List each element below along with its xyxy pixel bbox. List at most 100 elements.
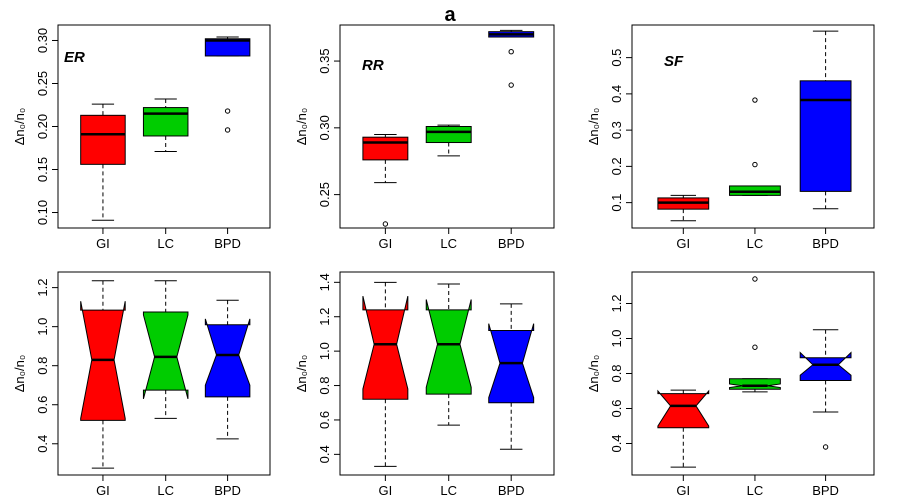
outlier-point bbox=[508, 49, 514, 55]
box-bpd: BPD bbox=[204, 299, 251, 498]
y-tick-label: 1.2 bbox=[35, 279, 50, 297]
box-lc: LC bbox=[142, 280, 189, 498]
y-tick-label: 1.0 bbox=[609, 329, 624, 347]
category-label: BPD bbox=[214, 483, 241, 498]
y-tick-label: 0.8 bbox=[317, 377, 332, 395]
y-tick-label: 0.6 bbox=[35, 396, 50, 414]
box-gi: GI bbox=[80, 280, 126, 498]
box-body bbox=[799, 80, 852, 192]
y-tick-label: 0.1 bbox=[609, 194, 624, 212]
box-bpd: BPD bbox=[488, 303, 535, 498]
panel-frame bbox=[57, 271, 271, 476]
outlier-point bbox=[508, 82, 514, 88]
y-tick-label: 0.4 bbox=[609, 434, 624, 452]
outlier-point bbox=[752, 344, 758, 350]
y-tick-label: 1.2 bbox=[609, 294, 624, 312]
box-body bbox=[142, 107, 189, 137]
panel-frame bbox=[631, 24, 875, 229]
category-label: GI bbox=[379, 236, 393, 251]
y-tick-label: 0.30 bbox=[317, 115, 332, 140]
outlier-point bbox=[224, 127, 231, 133]
box-lc: LC bbox=[729, 276, 781, 498]
category-label: LC bbox=[747, 236, 764, 251]
y-tick-label: 0.15 bbox=[35, 157, 50, 182]
box-bpd: BPD bbox=[204, 36, 251, 251]
box-gi: GI bbox=[362, 134, 409, 251]
panel-frame bbox=[339, 24, 555, 229]
y-tick-label: 0.35 bbox=[317, 48, 332, 73]
notched-box bbox=[799, 351, 852, 381]
box-body bbox=[362, 136, 409, 161]
y-tick-label: 0.6 bbox=[609, 399, 624, 417]
y-tick-label: 0.8 bbox=[609, 364, 624, 382]
notched-box bbox=[204, 318, 251, 398]
panel-frame bbox=[339, 271, 555, 476]
y-tick-label: 0.4 bbox=[35, 435, 50, 453]
box-bpd: BPD bbox=[488, 29, 535, 251]
y-axis-label: Δn₀/n₀ bbox=[294, 108, 309, 146]
box-body bbox=[204, 38, 251, 57]
box-body bbox=[80, 114, 126, 165]
category-label: BPD bbox=[214, 236, 241, 251]
category-label: LC bbox=[157, 236, 174, 251]
category-label: GI bbox=[379, 483, 393, 498]
outlier-point bbox=[752, 161, 758, 168]
y-tick-label: 0.10 bbox=[35, 200, 50, 225]
y-axis-label: Δn₀/n₀ bbox=[586, 108, 601, 146]
outlier-point bbox=[822, 444, 829, 450]
category-label: BPD bbox=[812, 236, 839, 251]
box-bpd: BPD bbox=[799, 329, 852, 498]
panel-tag: SF bbox=[664, 53, 684, 70]
y-axis-label: Δn₀/n₀ bbox=[12, 108, 27, 146]
y-tick-label: 0.25 bbox=[35, 71, 50, 96]
box-gi: GI bbox=[362, 281, 409, 498]
panel-tag: RR bbox=[362, 57, 384, 74]
box-gi: GI bbox=[657, 194, 710, 251]
y-tick-label: 0.6 bbox=[317, 411, 332, 429]
y-tick-label: 0.3 bbox=[609, 121, 624, 139]
box-gi: GI bbox=[80, 103, 126, 251]
box-lc: LC bbox=[729, 97, 781, 251]
category-label: LC bbox=[747, 483, 764, 498]
outlier-point bbox=[224, 108, 231, 114]
outlier-point bbox=[752, 276, 758, 282]
outlier-point bbox=[752, 97, 758, 103]
y-tick-label: 0.8 bbox=[35, 357, 50, 375]
box-body bbox=[425, 126, 472, 144]
notched-box bbox=[362, 295, 409, 400]
category-label: BPD bbox=[498, 483, 525, 498]
category-label: GI bbox=[96, 483, 110, 498]
notched-box bbox=[657, 389, 710, 429]
box-lc: LC bbox=[425, 124, 472, 251]
notched-box bbox=[142, 311, 189, 400]
category-label: BPD bbox=[812, 483, 839, 498]
y-axis-label: Δn₀/n₀ bbox=[12, 355, 27, 393]
y-tick-label: 0.5 bbox=[609, 49, 624, 67]
box-gi: GI bbox=[657, 389, 710, 498]
y-tick-label: 0.4 bbox=[609, 85, 624, 103]
y-tick-label: 0.20 bbox=[35, 114, 50, 139]
y-tick-label: 1.0 bbox=[317, 342, 332, 360]
notched-box bbox=[729, 378, 781, 390]
y-axis-label: Δn₀/n₀ bbox=[294, 355, 309, 393]
category-label: GI bbox=[676, 236, 690, 251]
category-label: GI bbox=[676, 483, 690, 498]
y-tick-label: 1.2 bbox=[317, 308, 332, 326]
box-bpd: BPD bbox=[799, 30, 852, 251]
y-tick-label: 0.25 bbox=[317, 182, 332, 207]
y-tick-label: 1.0 bbox=[35, 318, 50, 336]
outlier-point bbox=[382, 221, 389, 227]
y-axis-label: Δn₀/n₀ bbox=[586, 355, 601, 393]
figure-title: a bbox=[444, 4, 456, 26]
y-tick-label: 1.4 bbox=[317, 273, 332, 291]
category-label: LC bbox=[440, 483, 457, 498]
panel-tag: ER bbox=[64, 49, 85, 66]
category-label: BPD bbox=[498, 236, 525, 251]
